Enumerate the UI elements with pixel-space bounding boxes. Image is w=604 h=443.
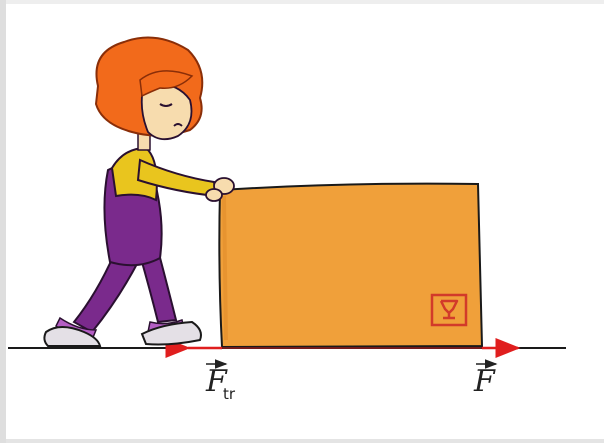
person [43,36,235,347]
friction-force-subscript: tr [223,385,236,403]
applied-force-symbol: F [473,364,496,399]
fragile-glass-icon [430,293,468,327]
friction-force-symbol: F [205,364,228,399]
box [218,182,484,349]
friction-force-label: F tr [205,359,236,403]
applied-force-label: F [473,359,498,399]
